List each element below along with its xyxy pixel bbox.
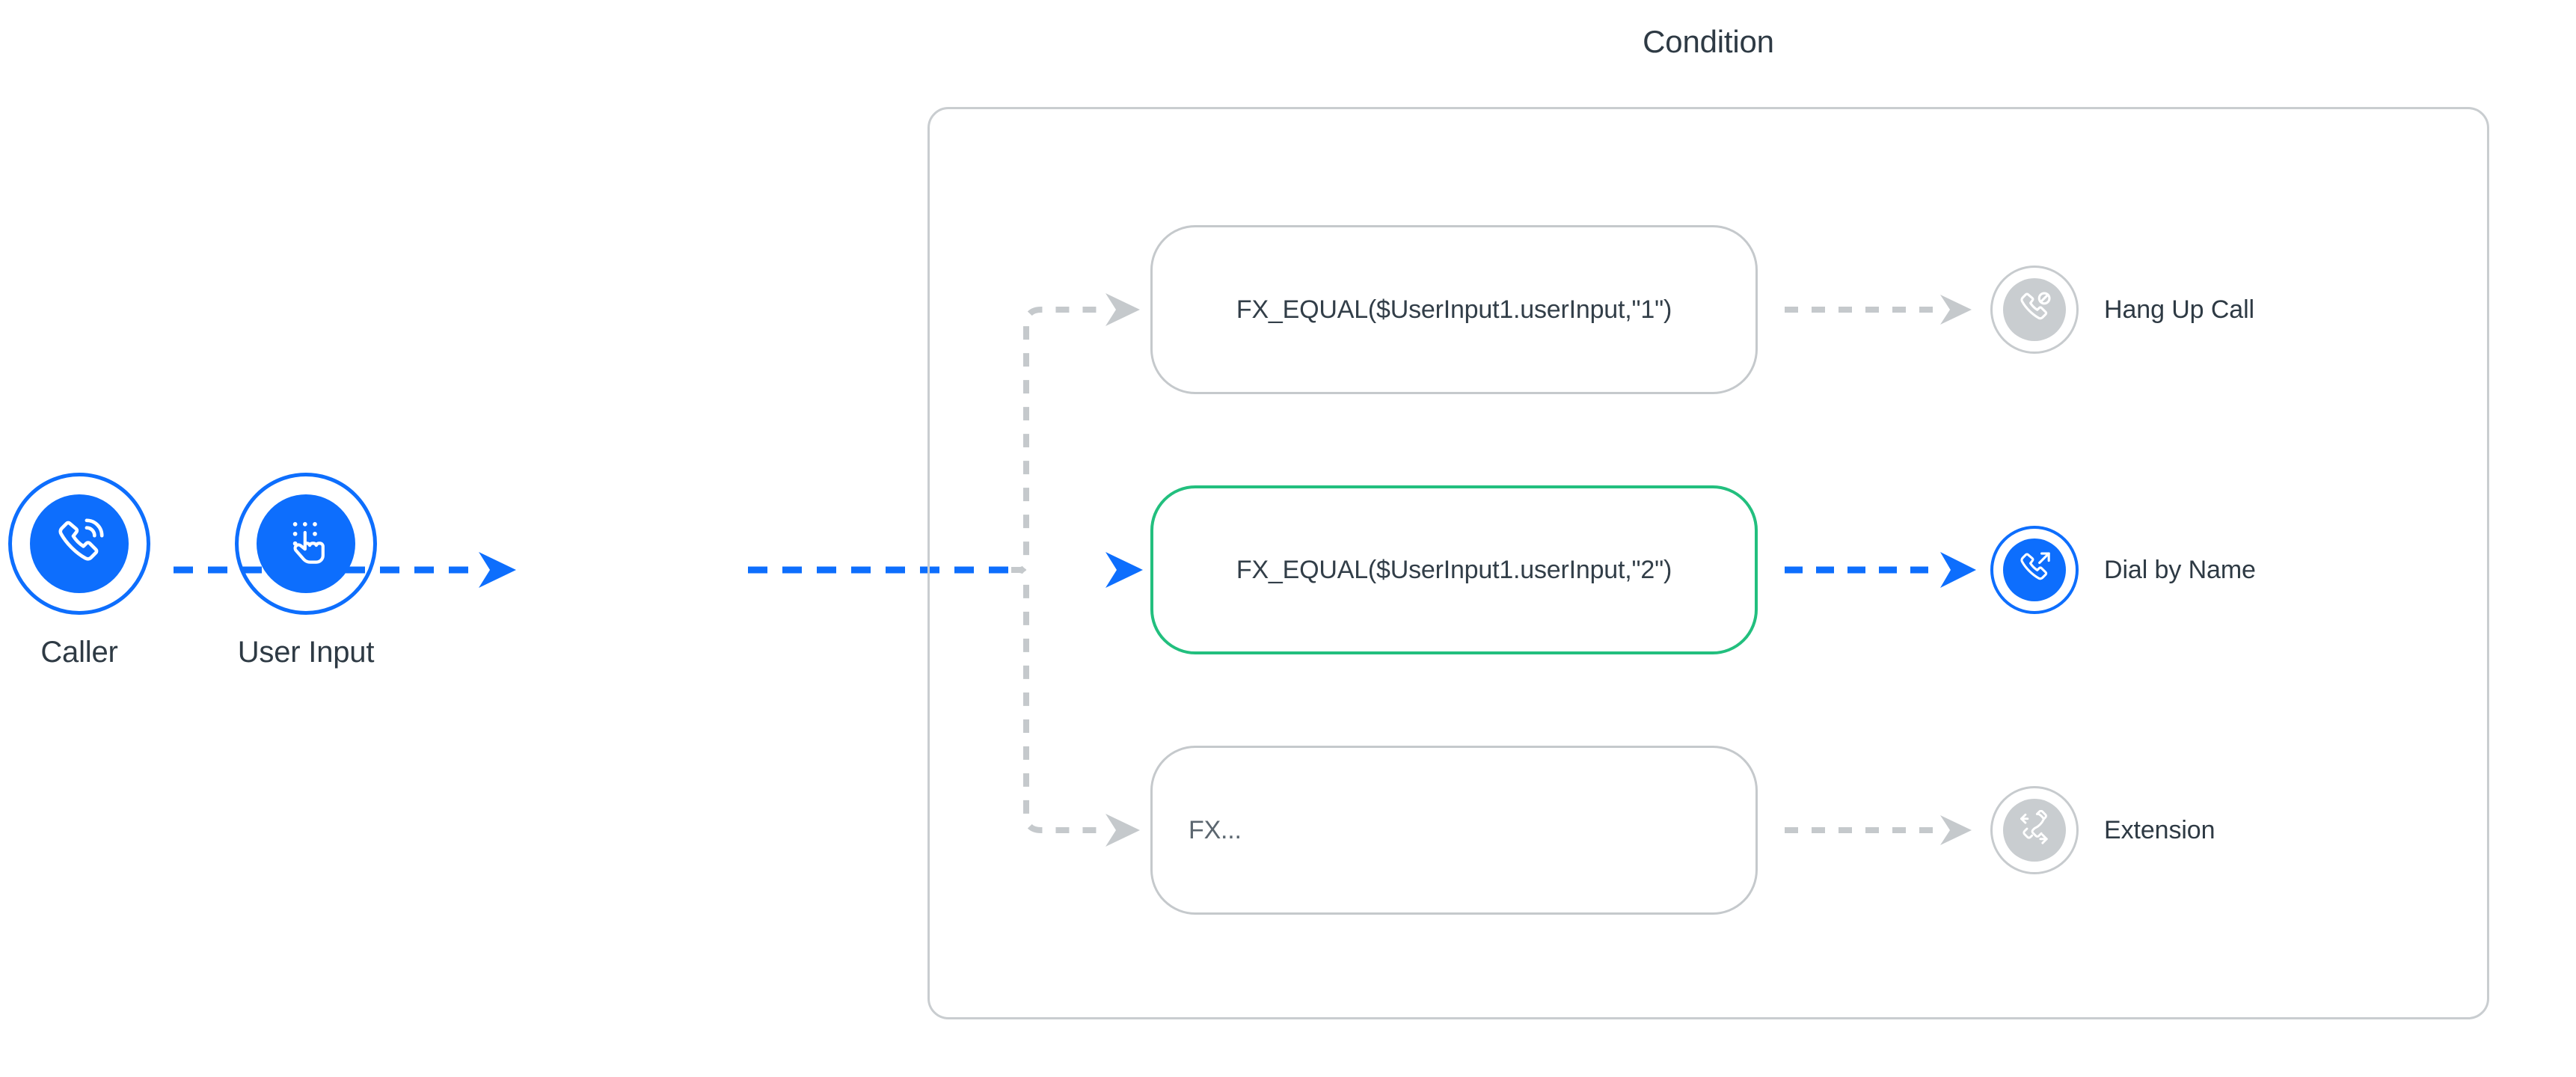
hang-up-call-label: Hang Up Call [2104,295,2255,324]
user-input-label: User Input [237,636,375,669]
extension-label: Extension [2104,815,2215,844]
user-input-disc [257,494,355,593]
dial-by-name-label: Dial by Name [2104,555,2256,584]
hang-up-call-disc [2003,278,2066,341]
caller-label: Caller [40,636,118,669]
condition-pill-2[interactable]: FX_EQUAL($UserInput1.userInput,"2") [1150,485,1758,654]
extension-disc [2003,799,2066,862]
condition-expression-2: FX_EQUAL($UserInput1.userInput,"2") [1236,555,1672,584]
hang-up-call-ring [1990,266,2079,354]
outgoing-call-icon [2016,550,2053,591]
keypad-touch-icon [279,517,333,571]
flow-node-caller[interactable]: Caller [0,473,159,669]
condition-container [927,107,2489,1019]
hang-up-call-icon [2016,289,2053,331]
condition-expression-1: FX_EQUAL($UserInput1.userInput,"1") [1236,295,1672,324]
extension-ring [1990,786,2079,874]
action-node-hang-up-call[interactable]: Hang Up Call [1990,266,2254,354]
caller-disc [30,494,129,593]
flow-node-user-input[interactable]: User Input [227,473,385,669]
condition-expression-3: FX... [1189,815,1242,844]
incoming-call-icon [52,516,107,571]
dial-by-name-disc [2003,538,2066,601]
condition-title: Condition [1643,24,1774,59]
call-transfer-icon [2016,809,2053,851]
action-node-extension[interactable]: Extension [1990,786,2215,874]
dial-by-name-ring [1990,526,2079,614]
action-node-dial-by-name[interactable]: Dial by Name [1990,526,2256,614]
condition-pill-1[interactable]: FX_EQUAL($UserInput1.userInput,"1") [1150,225,1758,394]
condition-pill-3[interactable]: FX... [1150,746,1758,915]
user-input-ring [235,473,377,615]
caller-ring [8,473,150,615]
